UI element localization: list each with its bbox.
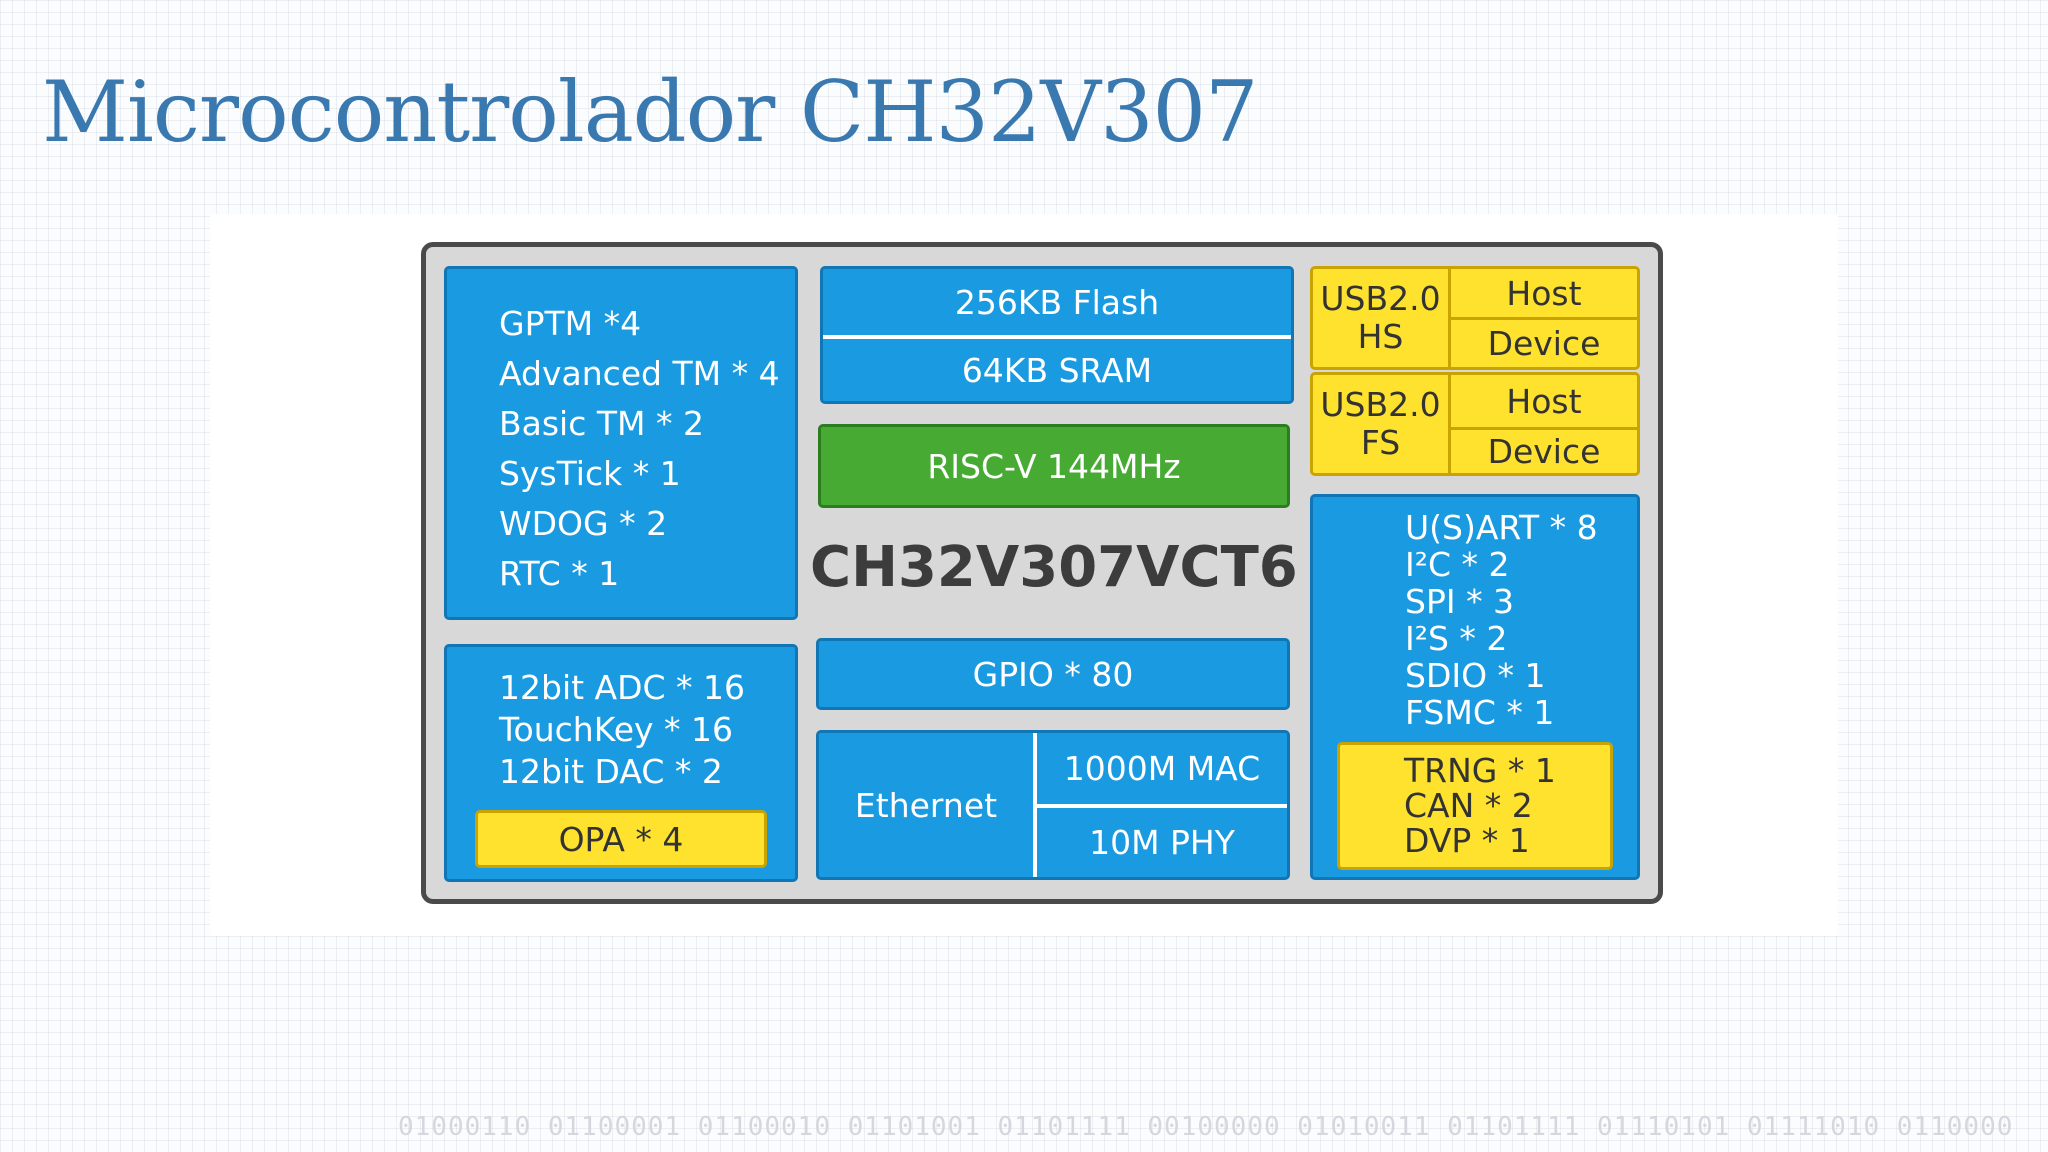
usb-hs-host-device-divider bbox=[1451, 317, 1637, 320]
comm-item: U(S)ART * 8 bbox=[1405, 508, 1598, 547]
misc-list: TRNG * 1 CAN * 2 DVP * 1 bbox=[1404, 753, 1556, 858]
comm-item: SDIO * 1 bbox=[1405, 656, 1546, 695]
timer-item: SysTick * 1 bbox=[499, 454, 681, 493]
sram-label: 64KB SRAM bbox=[961, 350, 1153, 390]
usb-hs-host: Host bbox=[1506, 273, 1582, 313]
ethernet-divider bbox=[1033, 733, 1037, 877]
comm-item: SPI * 3 bbox=[1405, 582, 1515, 621]
usb-hs-label: USB2.0 HS bbox=[1313, 269, 1448, 367]
usb-hs-device: Device bbox=[1487, 324, 1601, 363]
comm-list: U(S)ART * 8 I²C * 2 SPI * 3 I²S * 2 SDIO… bbox=[1405, 509, 1598, 731]
usb-fs-label: USB2.0 FS bbox=[1313, 375, 1448, 473]
usb-fs-label-line1: USB2.0 bbox=[1320, 385, 1441, 424]
misc-item: DVP * 1 bbox=[1404, 821, 1530, 860]
timer-item: GPTM *4 bbox=[499, 304, 642, 343]
comm-item: I²C * 2 bbox=[1405, 545, 1510, 584]
comm-item: FSMC * 1 bbox=[1405, 693, 1555, 732]
analog-item: 12bit DAC * 2 bbox=[499, 752, 723, 791]
timer-item: Advanced TM * 4 bbox=[499, 354, 780, 393]
usb-fs-divider bbox=[1448, 375, 1451, 473]
usb-hs-divider bbox=[1448, 269, 1451, 367]
flash-label: 256KB Flash bbox=[954, 282, 1160, 322]
usb-fs-block: USB2.0 FS Host Device bbox=[1310, 372, 1640, 476]
timer-item: RTC * 1 bbox=[499, 554, 620, 593]
analog-item: TouchKey * 16 bbox=[499, 710, 734, 749]
ethernet-block: Ethernet 1000M MAC 10M PHY bbox=[816, 730, 1290, 880]
misc-item: TRNG * 1 bbox=[1404, 751, 1556, 790]
chip-name: CH32V307VCT6 bbox=[810, 535, 1298, 600]
usb-fs-label-line2: FS bbox=[1360, 423, 1401, 462]
analog-item: 12bit ADC * 16 bbox=[499, 668, 746, 707]
timer-item: Basic TM * 2 bbox=[499, 404, 704, 443]
opa-block: OPA * 4 bbox=[475, 810, 767, 868]
usb-hs-label-line1: USB2.0 bbox=[1320, 279, 1441, 318]
usb-hs-block: USB2.0 HS Host Device bbox=[1310, 266, 1640, 370]
memory-divider bbox=[823, 335, 1291, 339]
memory-block: 256KB Flash 64KB SRAM bbox=[820, 266, 1294, 404]
slide-title: Microcontrolador CH32V307 bbox=[42, 63, 1258, 161]
timers-block: GPTM *4 Advanced TM * 4 Basic TM * 2 Sys… bbox=[444, 266, 798, 620]
usb-fs-device: Device bbox=[1487, 432, 1601, 471]
timers-list: GPTM *4 Advanced TM * 4 Basic TM * 2 Sys… bbox=[499, 299, 780, 599]
misc-block: TRNG * 1 CAN * 2 DVP * 1 bbox=[1337, 742, 1613, 870]
timer-item: WDOG * 2 bbox=[499, 504, 668, 543]
comm-item: I²S * 2 bbox=[1405, 619, 1508, 658]
usb-fs-host: Host bbox=[1506, 381, 1582, 421]
core-block: RISC-V 144MHz bbox=[818, 424, 1290, 508]
gpio-block: GPIO * 80 bbox=[816, 638, 1290, 710]
analog-list: 12bit ADC * 16 TouchKey * 16 12bit DAC *… bbox=[499, 667, 745, 793]
usb-fs-host-device-divider bbox=[1451, 427, 1637, 430]
phy-label: 10M PHY bbox=[1089, 823, 1235, 862]
misc-item: CAN * 2 bbox=[1404, 786, 1533, 825]
footer-binary: 01000110 01100001 01100010 01101001 0110… bbox=[398, 1112, 2014, 1142]
usb-hs-label-line2: HS bbox=[1357, 317, 1404, 356]
mac-label: 1000M MAC bbox=[1063, 749, 1261, 788]
mac-phy-divider bbox=[1037, 804, 1287, 808]
ethernet-label: Ethernet bbox=[854, 785, 998, 825]
